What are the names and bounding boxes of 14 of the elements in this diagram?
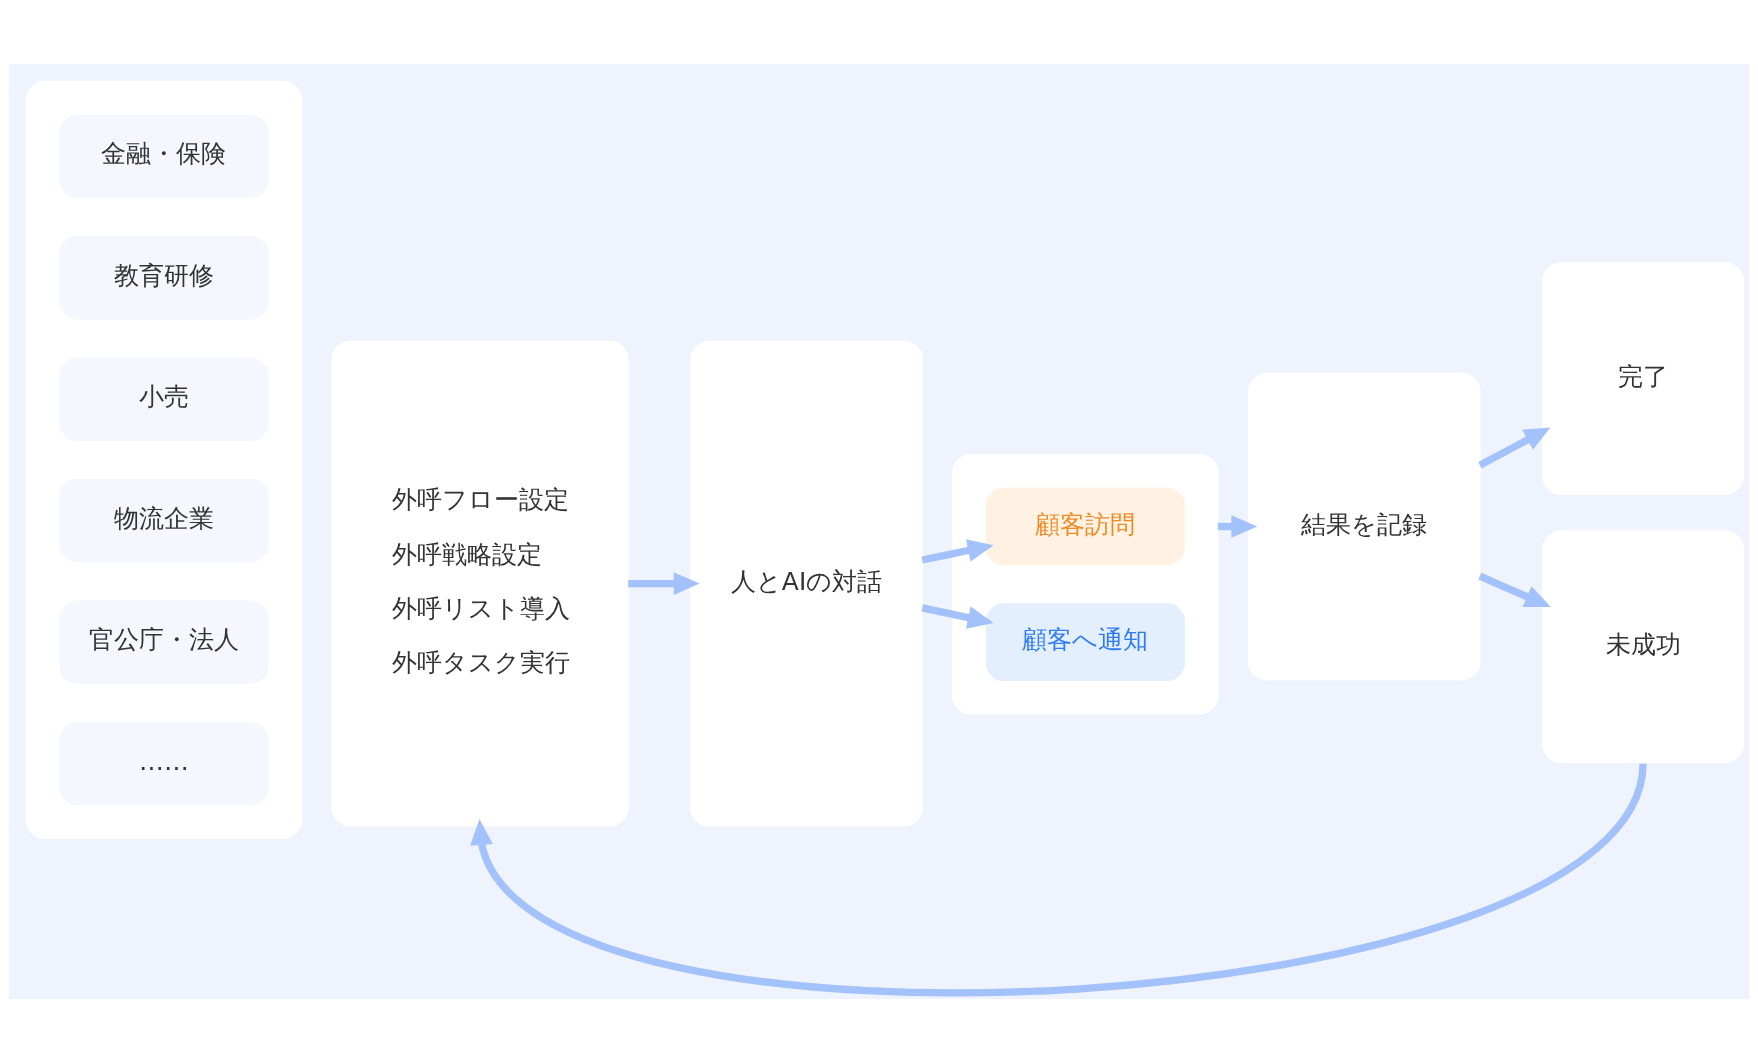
arrow xyxy=(1478,427,1551,469)
cluster xyxy=(952,453,1219,715)
node-box: 完了 xyxy=(1542,261,1745,495)
arrow xyxy=(1478,572,1551,607)
node-box: 人とAIの対話 xyxy=(690,340,923,827)
node-box: 結果を記録 xyxy=(1247,372,1481,680)
node-box: 顧客訪問 xyxy=(984,485,1187,567)
node-box: 未成功 xyxy=(1542,529,1745,763)
arrow xyxy=(921,603,994,629)
arrow xyxy=(470,761,1647,996)
node-box: 顧客へ通知 xyxy=(984,601,1187,682)
node-box: 外呼フロー設定 外呼戦略設定 外呼リスト導入 外呼タスク実行 xyxy=(331,340,629,827)
arrow xyxy=(921,538,994,564)
arrow xyxy=(628,571,700,595)
